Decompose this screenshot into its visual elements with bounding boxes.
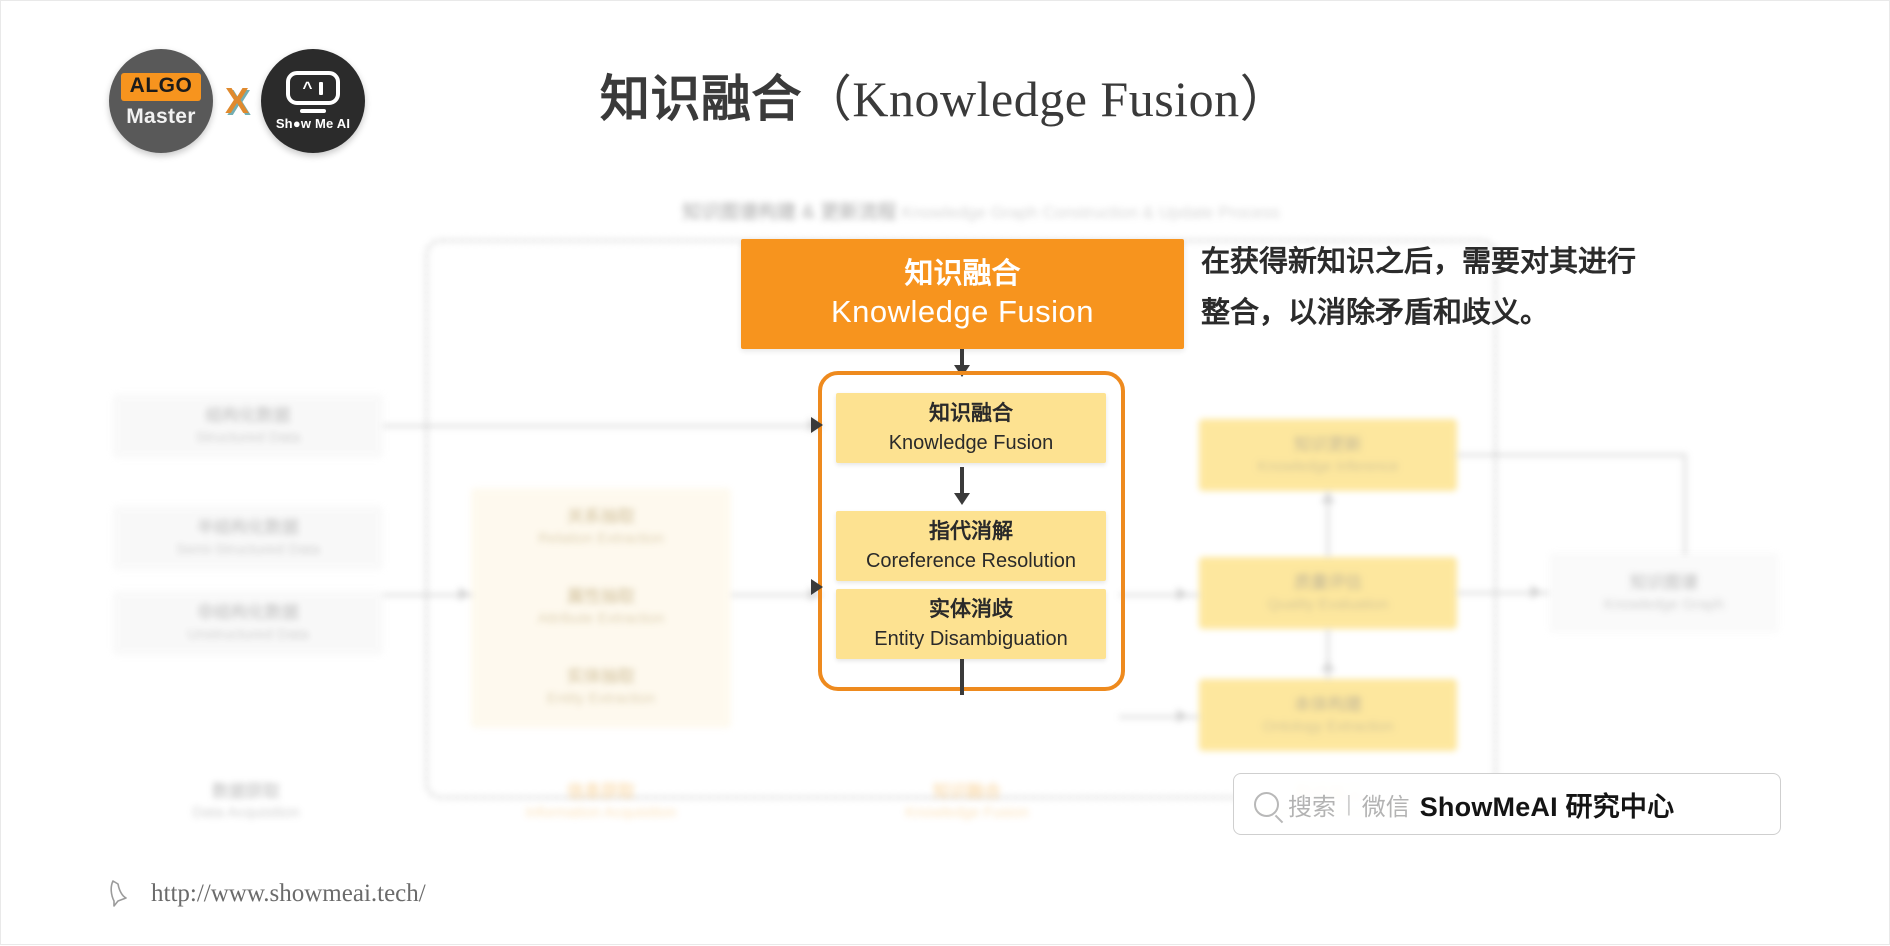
highlight-box-en: Knowledge Fusion <box>888 431 1054 454</box>
background-diagram-title: 知识图谱构建 & 更新流程 Knowledge Graph Constructi… <box>541 197 1421 224</box>
node-knowledge-graph: 知识图谱 Knowledge Graph <box>1549 553 1779 633</box>
stage-data-acquisition: 数据获取 Data Acquisition <box>136 781 356 823</box>
footer: http://www.showmeai.tech/ <box>109 879 426 909</box>
node-label-cn: 质量评估 <box>1294 572 1362 592</box>
watermark-brand: ShowMeAI 研究中心 <box>1419 791 1675 822</box>
highlight-header-en: Knowledge Fusion <box>830 293 1095 329</box>
node-relation-extraction: 关系抽取 Relation Extraction <box>471 488 731 566</box>
highlight-box-en: Entity Disambiguation <box>874 627 1068 650</box>
annotation-line-1: 在获得新知识之后，需要对其进行 <box>1201 246 1637 278</box>
node-structured-data: 结构化数据 Structured Data <box>113 394 383 458</box>
node-label-en: Quality Evaluation <box>1267 595 1389 613</box>
stage-label-en: Information Acquisition <box>525 804 677 822</box>
page-title-cn: 知识融合 <box>599 71 802 127</box>
highlight-box-en: Coreference Resolution <box>865 549 1077 572</box>
banner-to-box-arrow-line <box>960 349 964 371</box>
watermark-separator: | <box>1346 791 1352 816</box>
stage-label-cn: 信息获取 <box>567 782 635 801</box>
stage-label-cn: 知识融合 <box>933 782 1001 801</box>
node-label-cn: 知识图谱 <box>1630 572 1698 592</box>
stage-information-acquisition: 信息获取 Information Acquisition <box>491 781 711 823</box>
node-label-cn: 非结构化数据 <box>197 602 299 622</box>
node-label-en: Unstructured Data <box>187 625 309 643</box>
node-label-en: Entity Extraction <box>546 689 656 707</box>
annotation-text: 在获得新知识之后，需要对其进行 整合，以消除矛盾和歧义。 <box>1201 237 1801 339</box>
node-label-cn: 关系抽取 <box>567 506 635 526</box>
node-knowledge-inference: 知识更新 Knowledge Inference <box>1199 419 1457 491</box>
caret-eye-icon: ^ <box>302 77 313 97</box>
showmeai-logo: ^ Sh●w Me AI <box>261 49 366 153</box>
background-diagram-title-en: Knowledge Graph Construction & Update Pr… <box>901 203 1280 222</box>
wechat-label: 微信 <box>1361 793 1410 821</box>
extraction-group <box>471 488 731 728</box>
node-ontology-extraction: 本体构建 Ontology Extraction <box>1199 679 1457 751</box>
cursor-icon <box>110 880 127 907</box>
brand-logos: ALGO Master X ^ Sh●w Me AI <box>109 49 366 153</box>
search-label-group: 搜索 <box>1254 787 1336 822</box>
node-label-cn: 知识更新 <box>1294 434 1362 454</box>
node-label-en: Relation Extraction <box>538 529 664 547</box>
node-attribute-extraction: 属性抽取 Attribute Extraction <box>471 568 731 646</box>
node-label-en: Ontology Extraction <box>1262 717 1394 735</box>
highlight-header-banner: 知识融合 Knowledge Fusion <box>741 239 1184 349</box>
annotation-line-2: 整合，以消除矛盾和歧义。 <box>1201 296 1550 329</box>
fusion-to-coref-arrowhead <box>954 493 970 505</box>
stage-label-en: Data Acquisition <box>192 804 300 822</box>
node-label-en: Knowledge Graph <box>1603 595 1725 613</box>
search-label: 搜索 <box>1288 793 1336 821</box>
node-label-en: Structured Data <box>195 428 301 446</box>
node-entity-extraction: 实体抽取 Entity Extraction <box>471 648 731 726</box>
node-label-cn: 半结构化数据 <box>197 517 299 537</box>
search-icon <box>1254 791 1279 817</box>
node-label-en: Attribute Extraction <box>537 609 665 627</box>
stage-label-en: Knowledge Fusion <box>905 804 1029 822</box>
node-label-cn: 结构化数据 <box>205 405 291 425</box>
node-unstructured-data: 非结构化数据 Unstructured Data <box>113 591 383 655</box>
node-label-cn: 本体构建 <box>1294 694 1362 714</box>
highlight-box-cn: 知识融合 <box>929 402 1013 426</box>
node-semi-structured-data: 半结构化数据 Semi-Structured Data <box>113 506 383 570</box>
node-label-en: Semi-Structured Data <box>175 540 321 558</box>
footer-url[interactable]: http://www.showmeai.tech/ <box>151 880 426 907</box>
fusion-to-coref-arrow-line <box>960 467 964 497</box>
page-title: 知识融合（Knowledge Fusion） <box>1 59 1889 131</box>
stage-knowledge-fusion: 知识融合 Knowledge Fusion <box>857 781 1077 823</box>
outbound-arrow-bottom <box>960 659 964 695</box>
showmeai-logo-label: Sh●w Me AI <box>275 116 351 131</box>
stage-label-cn: 数据获取 <box>212 782 280 801</box>
algo-badge-text: ALGO <box>120 73 202 101</box>
cross-icon: X <box>225 80 250 121</box>
highlight-box-entity-disambiguation: 实体消歧 Entity Disambiguation <box>836 589 1106 659</box>
bar-eye-icon <box>319 81 324 95</box>
page-title-en: （Knowledge Fusion） <box>801 71 1291 127</box>
highlight-box-cn: 实体消歧 <box>929 598 1013 622</box>
highlight-header-cn: 知识融合 <box>904 258 1021 291</box>
background-diagram-title-cn: 知识图谱构建 & 更新流程 <box>682 202 897 223</box>
robot-face-icon: ^ <box>286 71 341 105</box>
inbound-arrowhead-middle <box>811 579 823 595</box>
algo-master-text: Master <box>126 104 196 128</box>
node-label-en: Knowledge Inference <box>1257 457 1399 475</box>
node-label-cn: 属性抽取 <box>567 586 635 606</box>
highlight-box-knowledge-fusion: 知识融合 Knowledge Fusion <box>836 393 1106 463</box>
watermark-badge: 搜索 | 微信 ShowMeAI 研究中心 <box>1233 773 1781 835</box>
robot-stand-icon <box>300 109 327 113</box>
algomaster-logo: ALGO Master <box>109 49 213 153</box>
node-label-cn: 实体抽取 <box>567 666 635 686</box>
node-quality-evaluation: 质量评估 Quality Evaluation <box>1199 557 1457 629</box>
highlight-box-cn: 指代消解 <box>929 520 1013 544</box>
highlight-box-coreference-resolution: 指代消解 Coreference Resolution <box>836 511 1106 581</box>
inbound-arrowhead-top <box>811 417 823 433</box>
knowledge-fusion-highlight-ring <box>818 371 1125 691</box>
